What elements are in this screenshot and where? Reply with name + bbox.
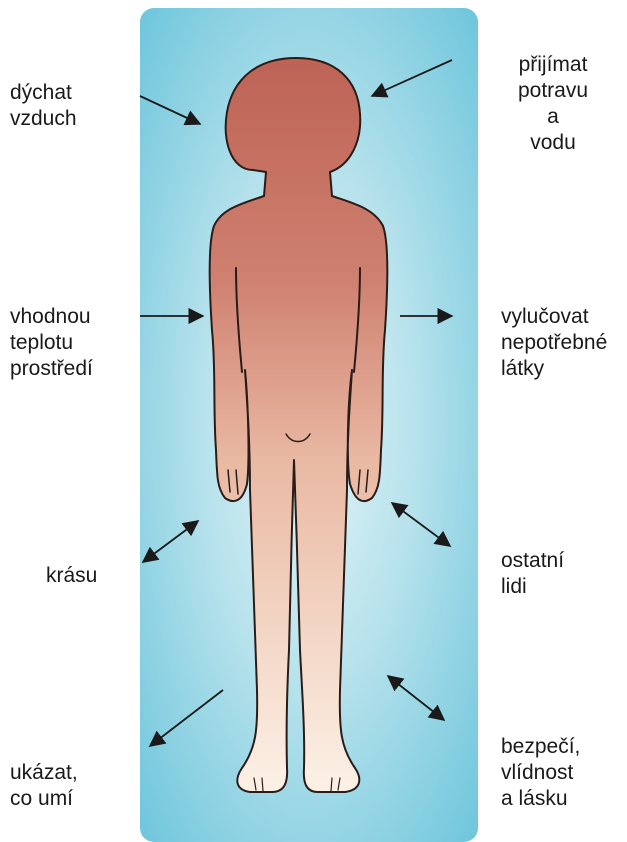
label-line: lidi — [501, 574, 564, 600]
label-line: co umí — [10, 786, 78, 812]
label-line: krásu — [46, 563, 97, 589]
label-line: bezpečí, — [501, 734, 580, 760]
label-show: ukázat, co umí — [10, 760, 78, 812]
label-line: vlídnost — [501, 760, 580, 786]
label-line: vodu — [497, 130, 609, 156]
label-line: a — [497, 104, 609, 130]
label-line: látky — [501, 356, 607, 382]
label-line: vhodnou — [10, 304, 93, 330]
label-line: potravu — [497, 78, 609, 104]
label-line: a lásku — [501, 786, 580, 812]
label-line: dýchat — [10, 80, 77, 106]
label-line: prostředí — [10, 356, 93, 382]
label-line: vzduch — [10, 106, 77, 132]
label-beauty: krásu — [46, 563, 97, 589]
label-line: teplotu — [10, 330, 93, 356]
label-line: vylučovat — [501, 304, 607, 330]
label-excrete: vylučovat nepotřebné látky — [501, 304, 607, 382]
label-people: ostatní lidi — [501, 548, 564, 600]
label-temperature: vhodnou teplotu prostředí — [10, 304, 93, 382]
label-line: přijímat — [497, 52, 609, 78]
label-food: přijímat potravu a vodu — [497, 52, 609, 156]
label-line: ukázat, — [10, 760, 78, 786]
label-line: ostatní — [501, 548, 564, 574]
label-line: nepotřebné — [501, 330, 607, 356]
label-breathe: dýchat vzduch — [10, 80, 77, 132]
label-safety: bezpečí, vlídnost a lásku — [501, 734, 580, 812]
